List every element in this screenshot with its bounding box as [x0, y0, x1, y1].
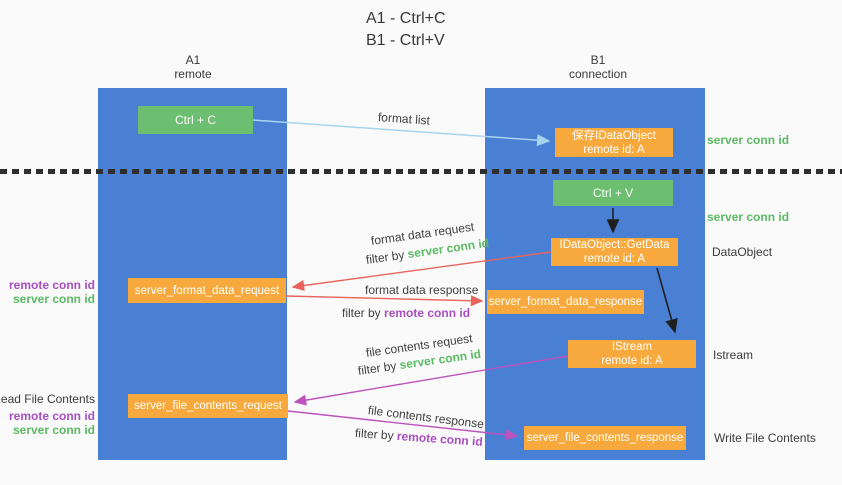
- edge-label-file-contents-response-filter: filter by remote conn id: [355, 426, 484, 449]
- annotation-istream: Istream: [713, 348, 754, 362]
- node-istream: IStream remote id: A: [568, 340, 696, 368]
- annotation-dataobject: DataObject: [712, 245, 773, 259]
- annotation-remote-conn-id-2: remote conn id: [8, 409, 95, 423]
- lifeline-b1-role: connection: [568, 67, 628, 81]
- annotation-server-conn-id-1: server conn id: [12, 292, 95, 306]
- node-server-format-data-request: server_format_data_request: [128, 278, 286, 303]
- node-server-file-contents-response-label: server_file_contents_response: [526, 432, 684, 444]
- node-server-file-contents-request-label: server_file_contents_request: [134, 400, 282, 412]
- phase-separator-dashed-line: [0, 169, 842, 174]
- annotation-write-file-contents: Write File Contents: [714, 431, 816, 445]
- lifeline-a1-role: remote: [174, 67, 212, 81]
- node-istream-line2: remote id: A: [601, 355, 663, 367]
- annotation-remote-conn-id-1: remote conn id: [8, 278, 95, 292]
- filter-prefix: filter by: [342, 306, 381, 320]
- annotation-read-file-contents: Read File Contents: [0, 392, 95, 406]
- node-ctrl-v: Ctrl + V: [553, 180, 673, 206]
- node-istream-line1: IStream: [611, 341, 653, 353]
- filter-key-remote-conn-id: remote conn id: [396, 428, 484, 449]
- node-save-idataobject: 保存IDataObject remote id: A: [555, 128, 673, 157]
- node-server-file-contents-response: server_file_contents_response: [524, 426, 686, 450]
- lifeline-header-a1: A1 remote: [133, 53, 253, 81]
- lifeline-b1-name: B1: [590, 53, 606, 67]
- edge-label-format-data-response: format data response: [365, 283, 479, 297]
- annotation-server-conn-id-mid: server conn id: [707, 210, 790, 224]
- filter-prefix: filter by: [354, 426, 395, 443]
- filter-prefix: filter by: [365, 247, 406, 267]
- node-server-file-contents-request: server_file_contents_request: [128, 394, 288, 418]
- title-line-b1: B1 - Ctrl+V: [366, 32, 445, 49]
- node-ctrl-c: Ctrl + C: [138, 106, 253, 134]
- node-idataobject-getdata: IDataObject::GetData remote id: A: [551, 238, 678, 266]
- edge-label-file-contents-response: file contents response: [367, 403, 485, 432]
- node-ctrl-v-label: Ctrl + V: [592, 186, 634, 200]
- node-idataobject-getdata-line1: IDataObject::GetData: [559, 239, 670, 251]
- edge-label-format-list: format list: [377, 110, 431, 128]
- node-server-format-data-request-label: server_format_data_request: [134, 284, 280, 297]
- diagram-title: A1 - Ctrl+C B1 - Ctrl+V: [366, 8, 446, 52]
- filter-key-remote-conn-id: remote conn id: [384, 306, 471, 320]
- filter-prefix: filter by: [357, 358, 398, 378]
- annotation-server-conn-id-2: server conn id: [12, 423, 95, 437]
- node-save-idataobject-line2: remote id: A: [583, 143, 645, 156]
- lifeline-a1-name: A1: [185, 53, 201, 67]
- node-ctrl-c-label: Ctrl + C: [174, 113, 216, 127]
- node-server-format-data-response-label: server_format_data_response: [488, 296, 643, 308]
- annotation-server-conn-id-top: server conn id: [707, 133, 790, 147]
- node-save-idataobject-line1: 保存IDataObject: [572, 129, 656, 142]
- node-server-format-data-response: server_format_data_response: [487, 290, 644, 314]
- title-line-a1: A1 - Ctrl+C: [366, 10, 446, 27]
- node-idataobject-getdata-line2: remote id: A: [583, 253, 646, 265]
- edge-label-format-data-response-filter: filter by remote conn id: [342, 306, 470, 320]
- lifeline-header-b1: B1 connection: [538, 53, 658, 81]
